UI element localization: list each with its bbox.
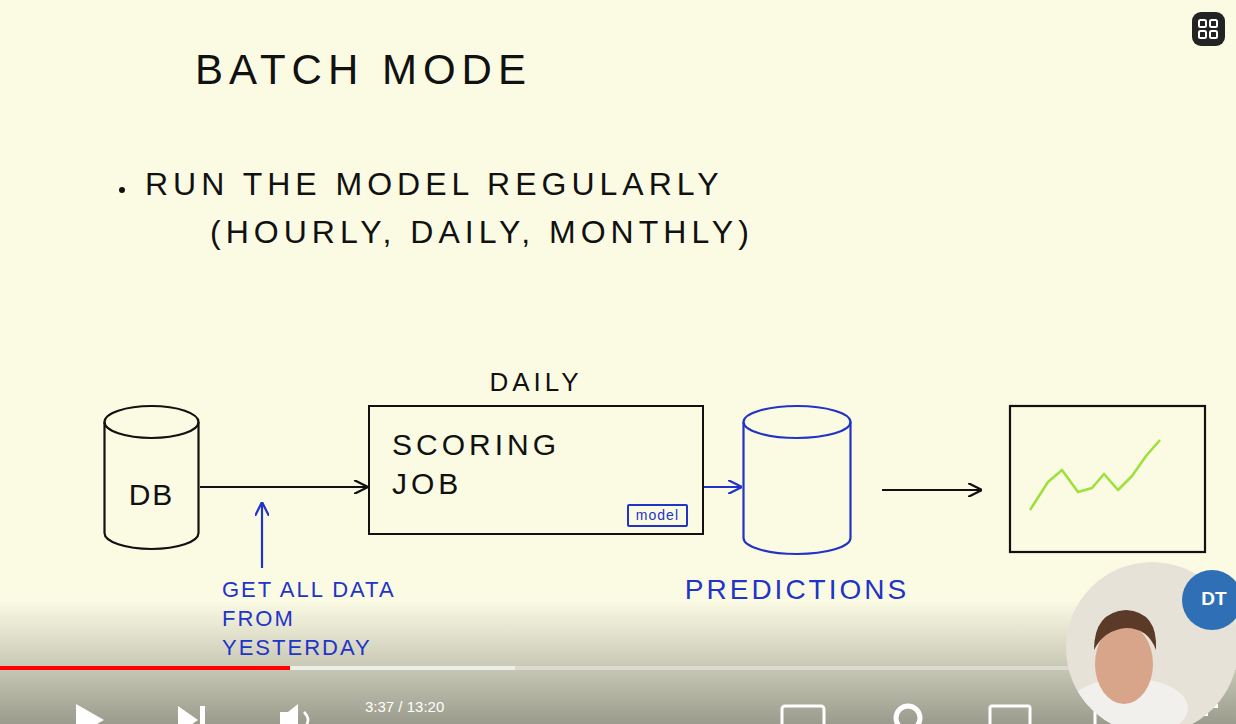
flow-arrow: [200, 486, 368, 488]
play-icon: [76, 704, 104, 724]
flow-arrow: [704, 486, 742, 488]
subtitles-icon: [782, 706, 824, 724]
progress-buffer: [0, 666, 515, 670]
cylinder-body: [744, 422, 851, 554]
chart-box: [1010, 406, 1205, 552]
progress-track: [0, 666, 1236, 670]
next-icon: [178, 706, 205, 724]
chart-line: [1030, 440, 1160, 510]
box-text: model: [636, 507, 679, 524]
leader-arrow: [261, 502, 263, 568]
cylinder-outline: [742, 405, 852, 555]
bullet-dot: [119, 187, 125, 193]
avatar-initials: DT: [1194, 588, 1234, 611]
channel-avatar: [1182, 570, 1236, 630]
presenter-hair: [1094, 610, 1156, 650]
cylinder-top: [105, 406, 199, 438]
flow-arrow: [882, 489, 982, 491]
volume-icon: [280, 704, 298, 724]
grid-button: [1192, 12, 1225, 46]
store-label: PREDICTIONS: [685, 573, 909, 607]
volume-wave: [304, 712, 308, 724]
process-box: modelDAILYSCORING JOB: [368, 405, 704, 535]
miniplayer-icon: [990, 706, 1030, 724]
box-text: SCORING JOB: [370, 407, 592, 503]
player-shade: [0, 600, 1236, 724]
bullet-note: RUN THE MODEL REGULARLY (HOURLY, DAILY, …: [210, 160, 850, 256]
settings-icon: [896, 706, 920, 724]
box-heading: DAILY: [370, 367, 702, 398]
cylinder-outline: [103, 405, 200, 550]
timestamp: 3:37 / 13:20: [365, 698, 565, 716]
model-tag: model: [627, 504, 688, 527]
grid-icon: [1199, 20, 1217, 38]
db-label: DB: [103, 477, 200, 513]
annotation: GET ALL DATA FROM YESTERDAY: [222, 575, 412, 662]
database-cylinder: DB: [103, 405, 200, 550]
progress-played: [0, 666, 290, 670]
title: BATCH MODE: [195, 46, 532, 94]
cylinder-top: [744, 406, 851, 438]
storage-cylinder: PREDICTIONS: [742, 405, 852, 555]
